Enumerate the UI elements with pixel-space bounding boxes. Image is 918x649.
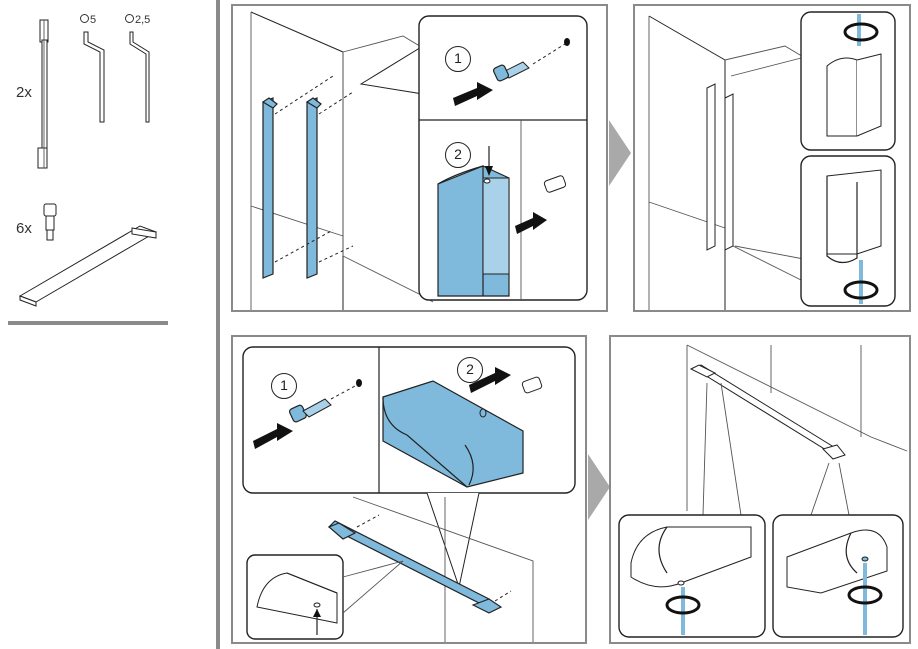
bar-handle-lock-illustration bbox=[618, 344, 908, 638]
push-arrow-icon bbox=[515, 212, 547, 234]
rotate-icon bbox=[843, 280, 879, 300]
rotate-icon bbox=[665, 595, 701, 615]
bar-end-detail bbox=[382, 367, 543, 488]
handles-quantity: 2x bbox=[16, 84, 32, 101]
next-step-arrow-icon bbox=[588, 454, 610, 520]
parts-list: 2x 6x 5 2,5 bbox=[0, 0, 210, 330]
step-panel-bar-handle-mount: 1 2 bbox=[231, 335, 587, 644]
allen-key-25-label: 2,5 bbox=[125, 14, 150, 26]
allen-key-25-part bbox=[129, 31, 150, 123]
arrow-up-icon bbox=[313, 609, 321, 617]
step-panel-bar-handle-lock bbox=[609, 335, 911, 644]
step-1-badge: 1 bbox=[271, 373, 297, 399]
screws-quantity: 6x bbox=[16, 220, 32, 237]
push-arrow-icon bbox=[453, 82, 493, 106]
parts-illustration bbox=[8, 19, 168, 325]
bar-handle-mount-illustration bbox=[242, 346, 576, 642]
diameter-icon bbox=[80, 14, 89, 23]
separator-line bbox=[8, 321, 168, 325]
allen-key-5-part bbox=[83, 31, 105, 123]
screw-insert-detail bbox=[453, 38, 570, 106]
door-handle-part bbox=[37, 19, 49, 169]
bar-handle-part bbox=[18, 225, 158, 307]
step-panel-door-handle-lock bbox=[633, 4, 911, 312]
arrow-down-icon bbox=[485, 166, 493, 176]
handle-end-detail bbox=[437, 146, 567, 297]
allen-key-5-label: 5 bbox=[80, 14, 96, 26]
diameter-icon bbox=[125, 14, 134, 23]
door-handle-lock-illustration bbox=[648, 11, 896, 310]
step-panel-door-handle-mount: 1 2 bbox=[231, 4, 608, 312]
step-2-badge: 2 bbox=[445, 142, 471, 168]
screw-part bbox=[43, 203, 57, 241]
column-divider bbox=[216, 0, 220, 649]
rotate-icon bbox=[843, 22, 879, 42]
push-arrow-icon bbox=[253, 423, 293, 449]
step-2-badge: 2 bbox=[457, 357, 483, 383]
door-handle-mount-illustration bbox=[250, 11, 588, 310]
step-1-badge: 1 bbox=[445, 46, 471, 72]
screw-insert-detail bbox=[253, 379, 362, 449]
next-step-arrow-icon bbox=[609, 120, 631, 186]
push-arrow-icon bbox=[469, 367, 511, 393]
rotate-icon bbox=[847, 585, 883, 605]
